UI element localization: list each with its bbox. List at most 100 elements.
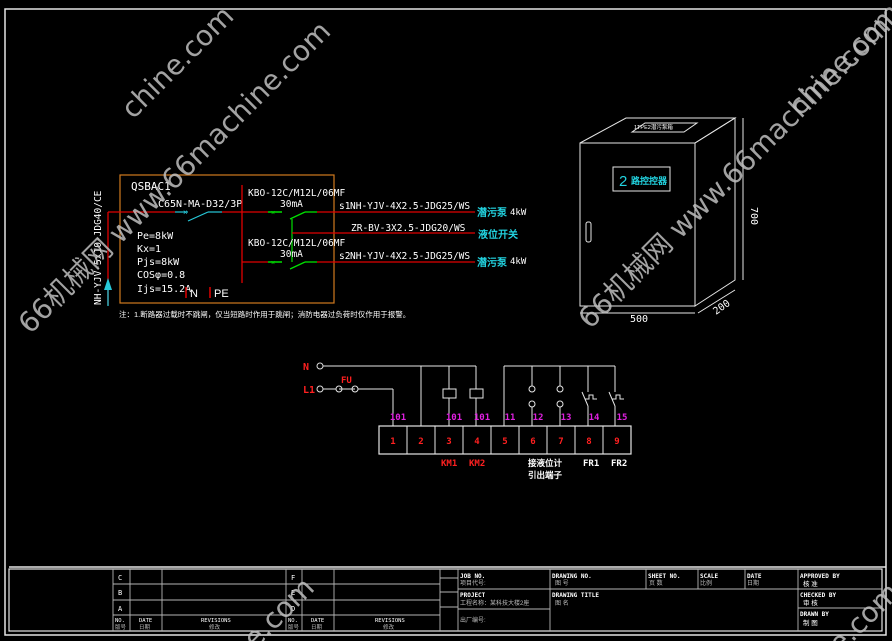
watermarks: 66机械网www.66machine.com 66机械网www.66machin…	[12, 0, 892, 641]
l1-terminal-icon	[316, 385, 324, 393]
single-line-schematic: QSBAC1 NH-YJV-5x10-JDG40/CE C65N-MA-D32/…	[93, 174, 527, 319]
cable-spec: NH-YJV-4X2.5-JDG25/WS	[350, 201, 470, 212]
branch-s2: KBO-12C/M12L/06MF 30mA × s2 NH-YJV-4X2.5…	[242, 238, 527, 270]
cabinet-side	[694, 117, 736, 307]
drawn-by-label: DRAWN BY	[800, 611, 829, 618]
drawing-no-label-cn: 图 号	[555, 580, 569, 587]
rev-row-b: B	[118, 589, 122, 597]
terminal-number: 9	[614, 437, 619, 447]
date-label: DATE	[747, 573, 762, 580]
supply-n-label: N	[303, 362, 309, 373]
drawing-title-label-cn: 图 名	[555, 599, 569, 607]
rev-header-date-2: DATE	[311, 618, 324, 624]
rev-header-revisions-cn-2: 修改	[383, 623, 395, 631]
project-label: PROJECT	[460, 592, 486, 599]
rev-header-revisions: REVISIONS	[201, 618, 231, 624]
dim-height-text: 700	[748, 207, 759, 225]
dim-depth-text: 200	[711, 298, 732, 317]
distribution-panel-border	[119, 174, 335, 304]
param-pe: Pe=8kW	[137, 231, 174, 242]
main-breaker-x-icon: ×	[183, 208, 188, 217]
supply-l1-label: L1	[303, 385, 315, 396]
wire-number: 14	[589, 413, 600, 423]
job-no-label: JOB NO.	[460, 573, 485, 580]
km1-label: KM1	[441, 459, 457, 469]
sheet-no-label: SHEET NO.	[648, 573, 681, 580]
cable-spec: NH-YJV-4X2.5-JDG25/WS	[350, 251, 470, 262]
wire-number: 15	[617, 413, 628, 423]
checked-by-label-cn: 审 核	[803, 598, 818, 607]
drawing-title-label: DRAWING TITLE	[552, 592, 599, 599]
dim-width-text: 500	[630, 314, 648, 325]
rev-header-no-2: NO.	[288, 618, 298, 624]
terminal-number: 3	[446, 437, 451, 447]
rev-row-a: A	[118, 605, 123, 613]
circuit-id: s1	[339, 201, 351, 212]
wire-number: 12	[533, 413, 544, 423]
terminal-number: 1	[390, 437, 395, 447]
branch-level-switch: ZR-BV-3X2.5-JDG20/WS 液位开关	[292, 223, 518, 241]
terminal-number: 5	[502, 437, 507, 447]
incoming-cable-label: NH-YJV-5x10-JDG40/CE	[93, 190, 104, 305]
sheet-no-label-cn: 页 数	[649, 579, 663, 587]
level-meter-label-2: 引出端子	[528, 470, 563, 480]
load-name: 潜污泵	[477, 206, 508, 219]
rev-row-e: E	[291, 589, 295, 597]
fr1-label: FR1	[583, 459, 599, 469]
approved-by-label: APPROVED BY	[800, 573, 840, 580]
drawn-by-label-cn: 制 图	[803, 618, 818, 627]
schematic-note: 注：1.断路器过载时不跳闸，仅当短路时作用于跳闸；消防电器过负荷时仅作用于报警。	[119, 309, 410, 319]
approved-by-label-cn: 核 准	[803, 579, 818, 588]
drawing-no-label: DRAWING NO.	[552, 573, 592, 580]
circuit-id: s2	[339, 251, 350, 262]
branch-s1: KBO-12C/M12L/06MF 30mA × s1 NH-YJV-4X2.5…	[242, 188, 527, 220]
cabinet-front-label-box	[612, 166, 671, 192]
cabinet-nameplate	[630, 122, 699, 133]
terminal-number: 8	[586, 437, 591, 447]
branch-rcd-label: 30mA	[280, 249, 303, 260]
date-label-cn: 日期	[747, 579, 759, 587]
rev-header-date: DATE	[139, 618, 152, 624]
wire-number: 101	[474, 413, 490, 423]
dim-depth-line	[697, 289, 736, 314]
factory-no-label: 出厂编号:	[460, 616, 486, 624]
load-power: 4kW	[510, 257, 527, 267]
rev-header-no-cn: 版号	[115, 623, 127, 631]
scale-label: SCALE	[700, 573, 718, 580]
rev-header-revisions-cn: 修改	[209, 623, 221, 631]
load-power: 4kW	[510, 208, 527, 218]
rcd-x-icon: ×	[271, 260, 275, 267]
main-breaker-label: C65N-MA-D32/3P	[158, 199, 242, 210]
branch-breaker-label: KBO-12C/M12L/06MF	[248, 238, 346, 249]
cabinet-label-text: 路控控器	[631, 175, 668, 186]
drawing-frame	[4, 8, 887, 636]
cabinet-top-label: 1TPE2潜污泵箱	[634, 123, 673, 131]
rev-header-date-cn-2: 日期	[311, 624, 323, 631]
terminal-number: 2	[418, 437, 423, 447]
fuse-label: FU	[341, 376, 352, 386]
param-pjs: Pjs=8kW	[137, 257, 180, 268]
main-breaker-blade	[187, 211, 209, 222]
wire-number: 13	[561, 413, 572, 423]
terminal-number: 6	[530, 437, 535, 447]
breaker-blade	[289, 261, 306, 270]
branch-rcd-label: 30mA	[280, 199, 303, 210]
rev-header-no-cn-2: 版号	[288, 623, 300, 631]
job-no-label-cn: 项目代号:	[460, 579, 486, 587]
param-kx: Kx=1	[137, 244, 161, 255]
terminal-number: 4	[474, 437, 480, 447]
rcd-x-icon: ×	[271, 210, 275, 217]
n-bus-label: N	[190, 288, 198, 300]
branch-breaker-label: KBO-12C/M12L/06MF	[248, 188, 346, 199]
scale-label-cn: 比例	[700, 579, 712, 587]
wire-number: 101	[390, 413, 406, 423]
level-meter-label: 接液位计	[528, 458, 563, 468]
cabinet-drawing	[579, 117, 744, 314]
watermark-top-right: chine.com	[782, 0, 892, 122]
load-name: 潜污泵	[477, 256, 508, 269]
param-cos: COSφ=0.8	[137, 270, 185, 281]
km2-label: KM2	[469, 459, 485, 469]
cabinet-label-number: 2	[619, 173, 627, 190]
